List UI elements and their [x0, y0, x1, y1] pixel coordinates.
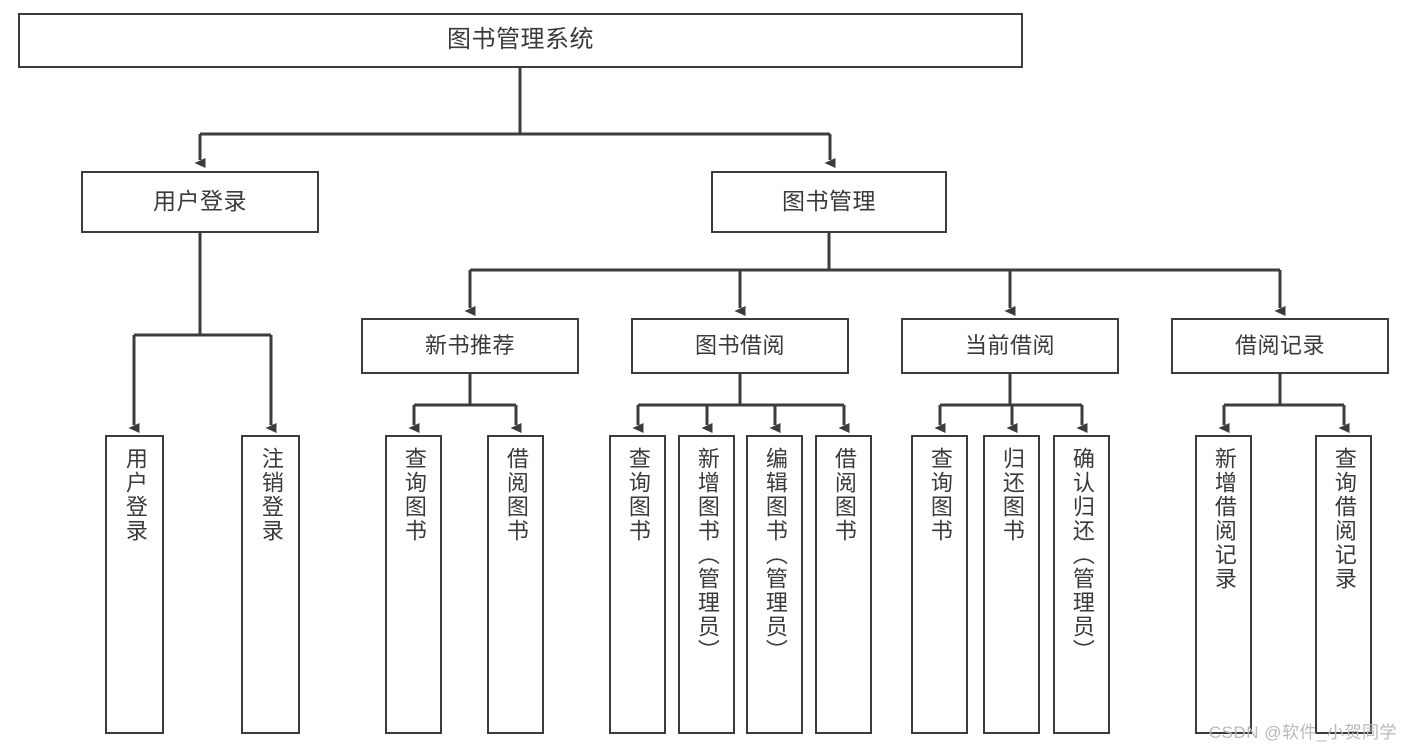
node-book-borrow[interactable]: 图书借阅	[631, 318, 849, 374]
leaf-user-login-label: 用户登录	[122, 447, 148, 543]
node-root-label: 图书管理系统	[447, 26, 594, 54]
leaf-borrow-book-recommend[interactable]: 借阅图书	[487, 435, 544, 734]
leaf-user-login[interactable]: 用户登录	[105, 435, 164, 734]
leaf-edit-book-admin-label: 编辑图书（管理员）	[762, 447, 788, 663]
node-new-book-recommend-label: 新书推荐	[424, 333, 515, 359]
leaf-borrow-book-recommend-label: 借阅图书	[503, 447, 529, 543]
leaf-return-book[interactable]: 归还图书	[983, 435, 1040, 734]
leaf-borrow-book[interactable]: 借阅图书	[815, 435, 872, 734]
node-current-borrow-label: 当前借阅	[964, 333, 1055, 359]
node-root[interactable]: 图书管理系统	[18, 13, 1023, 68]
leaf-query-book-borrow-label: 查询图书	[625, 447, 651, 543]
node-current-borrow[interactable]: 当前借阅	[901, 318, 1119, 374]
leaf-logout-label: 注销登录	[258, 447, 284, 543]
node-user-login-label: 用户登录	[153, 188, 247, 215]
leaf-add-book-admin-label: 新增图书（管理员）	[694, 447, 720, 663]
leaf-query-book-borrow[interactable]: 查询图书	[609, 435, 666, 734]
leaf-add-borrow-record[interactable]: 新增借阅记录	[1195, 435, 1252, 734]
leaf-add-borrow-record-label: 新增借阅记录	[1211, 447, 1237, 591]
node-new-book-recommend[interactable]: 新书推荐	[361, 318, 579, 374]
leaf-borrow-book-label: 借阅图书	[831, 447, 857, 543]
watermark: CSDN @软件_小贺同学	[1208, 723, 1397, 742]
leaf-query-book-recommend[interactable]: 查询图书	[385, 435, 442, 734]
leaf-edit-book-admin[interactable]: 编辑图书（管理员）	[746, 435, 803, 734]
leaf-confirm-return-admin[interactable]: 确认归还（管理员）	[1053, 435, 1110, 734]
leaf-confirm-return-admin-label: 确认归还（管理员）	[1069, 447, 1095, 663]
leaf-add-book-admin[interactable]: 新增图书（管理员）	[678, 435, 735, 734]
leaf-logout[interactable]: 注销登录	[241, 435, 300, 734]
leaf-query-book-recommend-label: 查询图书	[401, 447, 427, 543]
node-book-borrow-label: 图书借阅	[694, 333, 785, 359]
leaf-return-book-label: 归还图书	[999, 447, 1025, 543]
node-user-login[interactable]: 用户登录	[81, 171, 319, 233]
leaf-query-book-current-label: 查询图书	[927, 447, 953, 543]
leaf-query-book-current[interactable]: 查询图书	[911, 435, 968, 734]
leaf-query-borrow-record[interactable]: 查询借阅记录	[1315, 435, 1372, 734]
leaf-query-borrow-record-label: 查询借阅记录	[1331, 447, 1357, 591]
node-borrow-records-label: 借阅记录	[1234, 333, 1325, 359]
node-book-management[interactable]: 图书管理	[711, 171, 947, 233]
node-borrow-records[interactable]: 借阅记录	[1171, 318, 1389, 374]
node-book-management-label: 图书管理	[782, 188, 876, 215]
